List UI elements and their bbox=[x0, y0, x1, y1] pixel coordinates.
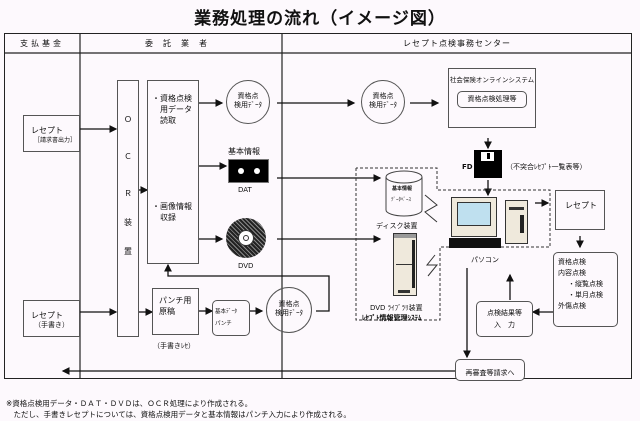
column-header-center: レセプト点検事務センター bbox=[403, 39, 511, 48]
punch-manuscript-label-2: 原稿 bbox=[159, 307, 175, 316]
column-header-payer: 支払基金 bbox=[20, 39, 64, 48]
pc-keyboard-icon bbox=[449, 238, 501, 248]
receipt-handwritten-doc: レセプト （手書き） bbox=[23, 300, 80, 337]
ocr-process-box: ・資格点検 用データ 読取 ・画像情報 収録 bbox=[147, 80, 199, 264]
basic-info-label: 基本情報 bbox=[228, 147, 260, 156]
diagram-title: 業務処理の流れ（イメージ図） bbox=[194, 9, 446, 29]
eligibility-data-label: 資格点 bbox=[237, 92, 259, 100]
receipt-info-system-label: ﾚｾﾌﾟﾄ情報管理ｼｽﾃﾑ bbox=[362, 314, 422, 322]
disk-inner-label-2: ﾃﾞｰﾀﾍﾞｰｽ bbox=[391, 197, 412, 203]
process-eligibility-read-2: 用データ bbox=[160, 105, 192, 114]
basic-data-punch-box: 基本ﾃﾞｰﾀ パンチ bbox=[212, 300, 250, 336]
disk-inner-label: 基本情報 bbox=[392, 186, 413, 192]
ocr-device: Ｏ Ｃ Ｒ 装 置 bbox=[117, 80, 139, 337]
receipt-printed-doc: レセプト ［請求書出力］ bbox=[23, 115, 80, 152]
ocr-char: Ｃ bbox=[124, 152, 132, 161]
reexam-request-label: 再審査等請求へ bbox=[465, 369, 515, 377]
footnote-1: ※資格点検用データ・ＤＡＴ・ＤＶＤは、ＯＣＲ処理により作成される。 bbox=[6, 399, 253, 408]
punch-manuscript-box: パンチ用 原稿 bbox=[152, 288, 199, 335]
arrow-punch-to-process bbox=[164, 263, 330, 312]
result-input-label: 点検結果等 bbox=[487, 309, 522, 317]
receipt-center-doc: レセプト bbox=[555, 190, 605, 230]
footnote-2: ただし、手書きレセプトについては、資格点検用データと基本情報はパンチ入力により作… bbox=[6, 410, 351, 419]
result-input-label-2: 入 力 bbox=[494, 321, 515, 329]
lightning-icon-2 bbox=[425, 254, 439, 277]
diagram-frame bbox=[4, 33, 632, 379]
pc-tower-icon bbox=[505, 200, 528, 244]
fd-note: （不突合ﾚｾﾌﾟﾄ一覧表等） bbox=[506, 163, 587, 171]
dvd-library-icon bbox=[393, 233, 417, 296]
fd-label: FD bbox=[462, 163, 473, 171]
ocr-char: 装 bbox=[124, 218, 132, 227]
eligibility-data-label-2: 検用ﾃﾞｰﾀ bbox=[234, 101, 262, 109]
dvd-label: DVD bbox=[238, 262, 254, 270]
online-system-title: 社会保険オンラインシステム bbox=[449, 76, 535, 84]
disk-device-icon: 基本情報 ﾃﾞｰﾀﾍﾞｰｽ bbox=[385, 170, 423, 218]
process-eligibility-read-3: 読取 bbox=[160, 116, 176, 125]
check-injury: 外傷点検 bbox=[558, 302, 586, 310]
check-longitudinal: ・縦覧点検 bbox=[568, 280, 603, 288]
eligibility-check-process: 資格点検処理等 bbox=[457, 91, 527, 108]
ocr-char: Ｒ bbox=[124, 189, 132, 198]
dvd-library-label: DVD ﾗｲﾌﾞﾗﾘ装置 bbox=[370, 304, 423, 312]
process-eligibility-read: ・資格点検 bbox=[152, 94, 192, 103]
receipt-handwritten-sub: （手書き） bbox=[34, 321, 69, 329]
column-header-contractor: 委託業者 bbox=[145, 39, 217, 48]
eligibility-data-2-label: 資格点 bbox=[278, 300, 300, 308]
online-system-box: 社会保険オンラインシステム 資格点検処理等 bbox=[448, 68, 536, 128]
process-image-record: ・画像情報 bbox=[152, 202, 192, 211]
pc-monitor-icon bbox=[451, 197, 497, 237]
ocr-char: Ｏ bbox=[124, 115, 132, 124]
reexam-request-box: 再審査等請求へ bbox=[455, 359, 525, 381]
eligibility-data-disc-1: 資格点 検用ﾃﾞｰﾀ bbox=[226, 80, 270, 124]
eligibility-data-3-label: 資格点 bbox=[372, 92, 394, 100]
receipt-handwritten-label: レセプト bbox=[31, 311, 63, 320]
check-single-month: ・単月点検 bbox=[568, 291, 603, 299]
eligibility-data-disc-3: 資格点 検用ﾃﾞｰﾀ bbox=[361, 80, 405, 124]
disk-device-label: ディスク装置 bbox=[376, 222, 418, 230]
result-input-box: 点検結果等 入 力 bbox=[476, 301, 533, 337]
pc-label: パソコン bbox=[471, 256, 499, 264]
dat-tape-icon bbox=[228, 159, 269, 183]
receipt-printed-sub: ［請求書出力］ bbox=[34, 137, 77, 144]
disk-cylinder bbox=[385, 170, 423, 217]
handwritten-note: （手書きﾚｾ） bbox=[153, 342, 195, 350]
dat-label: DAT bbox=[238, 186, 252, 194]
eligibility-data-disc-2: 資格点 検用ﾃﾞｰﾀ bbox=[266, 287, 312, 333]
process-image-record-2: 収録 bbox=[160, 213, 176, 222]
basic-data-punch-label: 基本ﾃﾞｰﾀ bbox=[215, 309, 238, 315]
floppy-disk-icon bbox=[474, 150, 502, 178]
dvd-disc-icon bbox=[226, 218, 266, 258]
basic-data-punch-label-2: パンチ bbox=[215, 321, 232, 327]
ocr-char: 置 bbox=[124, 247, 132, 256]
lightning-icon-1 bbox=[424, 194, 438, 223]
eligibility-data-3-label-2: 検用ﾃﾞｰﾀ bbox=[369, 101, 397, 109]
check-content: 内容点検 bbox=[558, 269, 586, 277]
eligibility-data-2-label-2: 検用ﾃﾞｰﾀ bbox=[275, 309, 303, 317]
check-eligibility: 資格点検 bbox=[558, 258, 586, 266]
punch-manuscript-label: パンチ用 bbox=[159, 296, 192, 305]
receipt-center-label: レセプト bbox=[565, 201, 597, 210]
receipt-info-system-boundary bbox=[355, 167, 551, 321]
checks-box: 資格点検 内容点検 ・縦覧点検 ・単月点検 外傷点検 bbox=[553, 252, 618, 327]
receipt-printed-label: レセプト bbox=[31, 126, 63, 135]
